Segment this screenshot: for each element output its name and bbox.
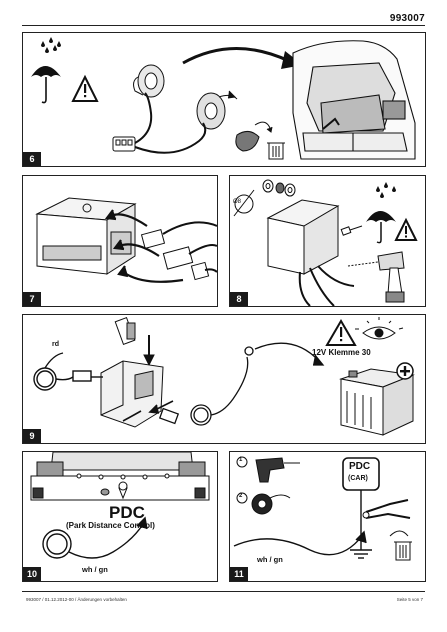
hole-size-label: Ø8 (233, 199, 242, 205)
sub-step-badges (236, 456, 248, 504)
step-8-panel: Ø8 8 (229, 175, 426, 307)
drill-icon (347, 251, 405, 303)
car-trunk-illustration (292, 40, 416, 160)
sub-step-1: 1 (239, 457, 243, 463)
trash-bin-icon (389, 530, 412, 561)
step-6-panel: 6 (22, 32, 426, 167)
step-7-panel: 7 (22, 175, 218, 307)
wire-stripper-icon (362, 499, 411, 519)
step-7-illustration (35, 197, 217, 283)
fuse-holder (91, 317, 164, 428)
car-rear-view (30, 452, 210, 501)
footer-rule (22, 591, 425, 592)
step-10-illustration (30, 452, 210, 559)
waste-bag (235, 121, 273, 152)
control-unit-box (35, 197, 137, 275)
trash-bin-icon (267, 142, 285, 160)
terminal-label: 12V Klemme 30 (312, 348, 371, 357)
step-number: 10 (23, 567, 42, 581)
pdc-box-subtitle: (CAR) (348, 475, 368, 482)
control-unit-mounted (266, 199, 355, 306)
tape-roll-1 (133, 64, 165, 98)
wire-color-label: rd (52, 341, 59, 348)
battery (339, 368, 415, 436)
eye-icon (355, 317, 404, 340)
pdc-subtitle: (Park Distance Control) (66, 521, 155, 530)
page-indicator: Seite 5 von 7 (396, 597, 423, 602)
step-number: 7 (23, 292, 41, 306)
step-9-panel: rd 12V Klemme 30 9 (22, 314, 426, 444)
umbrella-rain-icon (31, 37, 61, 104)
step-11-illustration (233, 456, 412, 561)
warning-triangle-icon (394, 217, 418, 241)
drill-bit-size (233, 189, 255, 217)
warning-triangle-icon (71, 74, 99, 102)
connection-arrows (122, 400, 174, 422)
soldering-gun-icon (255, 457, 300, 483)
step-number: 9 (23, 429, 41, 443)
connector-set (140, 221, 217, 281)
sub-step-2: 2 (239, 493, 243, 499)
plus-icon (396, 362, 414, 380)
tape-roll-icon (251, 493, 291, 515)
document-number: 993007 (389, 13, 425, 24)
umbrella-rain-icon (366, 182, 396, 244)
wire-color-label: wh / gn (82, 565, 108, 574)
wire-coil (42, 516, 148, 559)
step-11-panel: 1 2 PDC (CAR) wh / gn 11 (229, 451, 426, 582)
step-9-illustration (33, 317, 415, 436)
step-10-panel: PDC (Park Distance Control) wh / gn 10 (22, 451, 218, 582)
ground-symbol-icon (350, 490, 372, 559)
red-wire-coil (33, 352, 92, 391)
wire-color-label: wh / gn (257, 555, 283, 564)
connector-plug (112, 92, 207, 154)
pdc-title: PDC (109, 503, 145, 522)
step-6-illustration (31, 37, 416, 160)
screw (340, 225, 363, 236)
warning-triangle-icon (325, 319, 357, 346)
insertion-arrows (104, 209, 184, 283)
step-number: 11 (230, 567, 248, 581)
install-arrow (182, 47, 290, 65)
pdc-box-title: PDC (349, 461, 371, 472)
wire-to-battery (158, 342, 325, 426)
footer-doc-info: 993007 / 01.12.2012-00 / Änderungen vorb… (26, 597, 127, 602)
step-8-illustration (233, 179, 418, 306)
step-number: 6 (23, 152, 41, 166)
tape-roll-2 (196, 90, 238, 130)
step-number: 8 (230, 292, 248, 306)
wire-path (233, 530, 367, 556)
washers (262, 179, 296, 197)
header-rule (22, 25, 425, 26)
